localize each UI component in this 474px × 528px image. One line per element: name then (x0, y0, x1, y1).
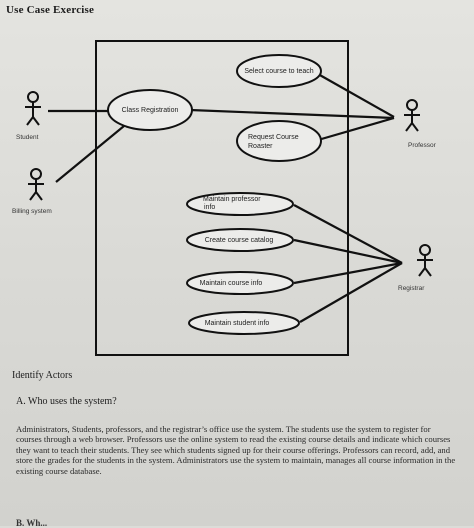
question-a: A. Who uses the system? (16, 396, 117, 407)
use-case-label-line2: info (204, 204, 215, 211)
actor-label: Registrar (398, 285, 425, 292)
actor-label: Student (16, 134, 39, 141)
use-case-label: Maintain course info (200, 280, 263, 287)
use-case-maintain-student: Maintain student info (188, 311, 300, 335)
line-professor-select (317, 73, 395, 118)
use-case-label: Maintain student info (205, 320, 270, 327)
use-case-label-line2: Roaster (248, 143, 273, 150)
association-lines (48, 73, 403, 323)
question-b-partial: B. Wh... (16, 518, 48, 528)
actor-student: Student (16, 91, 41, 141)
answer-a: Administrators, Students, professors, an… (16, 424, 456, 476)
line-professor-roster (317, 116, 395, 142)
use-case-label-line1: Maintain professor (203, 196, 261, 203)
line-registrar-course (293, 261, 403, 285)
use-case-select-course: Select course to teach (236, 54, 322, 88)
stick-figure-icon (25, 91, 41, 126)
use-case-label: Select course to teach (244, 68, 313, 75)
use-case-class-registration: Class Registration (107, 89, 193, 131)
use-case-label: Class Registration (122, 107, 179, 114)
actor-billing-system: Billing system (12, 168, 52, 215)
use-case-maintain-course: Maintain course info (186, 271, 294, 295)
stick-figure-icon (417, 244, 433, 277)
line-registrar-student (299, 262, 403, 323)
use-case-label-line1: Request Course (248, 134, 299, 141)
line-registrar-catalog (293, 238, 403, 265)
use-case-request-roster: Request Course Roaster (236, 120, 322, 162)
line-professor-registration (189, 108, 395, 120)
section-heading: Identify Actors (12, 370, 73, 381)
use-case-create-catalog: Create course catalog (186, 228, 294, 252)
stick-figure-icon (404, 99, 420, 132)
actor-registrar: Registrar (398, 244, 433, 292)
use-case-label: Create course catalog (205, 237, 274, 244)
actor-label: Professor (408, 142, 437, 149)
line-registrar-maintain-professor (293, 204, 403, 264)
document-title: Use Case Exercise (6, 4, 95, 16)
system-boundary (95, 40, 349, 356)
use-case-diagram: Class Registration Select course to teac… (12, 40, 437, 356)
use-case-maintain-professor: Maintain professor info (186, 192, 294, 216)
stick-figure-icon (28, 168, 44, 201)
line-billing-registration (55, 125, 125, 183)
actor-label: Billing system (12, 208, 52, 215)
actor-professor: Professor (404, 99, 437, 149)
